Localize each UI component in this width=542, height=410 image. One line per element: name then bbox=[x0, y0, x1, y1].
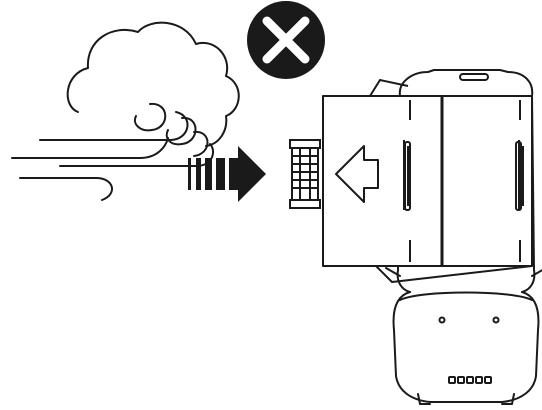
rooftop-tent bbox=[322, 79, 533, 283]
vehicle-top-view-icon bbox=[385, 69, 542, 405]
tent-entry-arrow-icon bbox=[335, 145, 379, 203]
wind-direction-arrow-icon bbox=[188, 146, 266, 202]
ladder-icon bbox=[289, 139, 321, 209]
prohibited-x-icon bbox=[247, 1, 325, 79]
wind-cloud-icon bbox=[11, 21, 240, 201]
